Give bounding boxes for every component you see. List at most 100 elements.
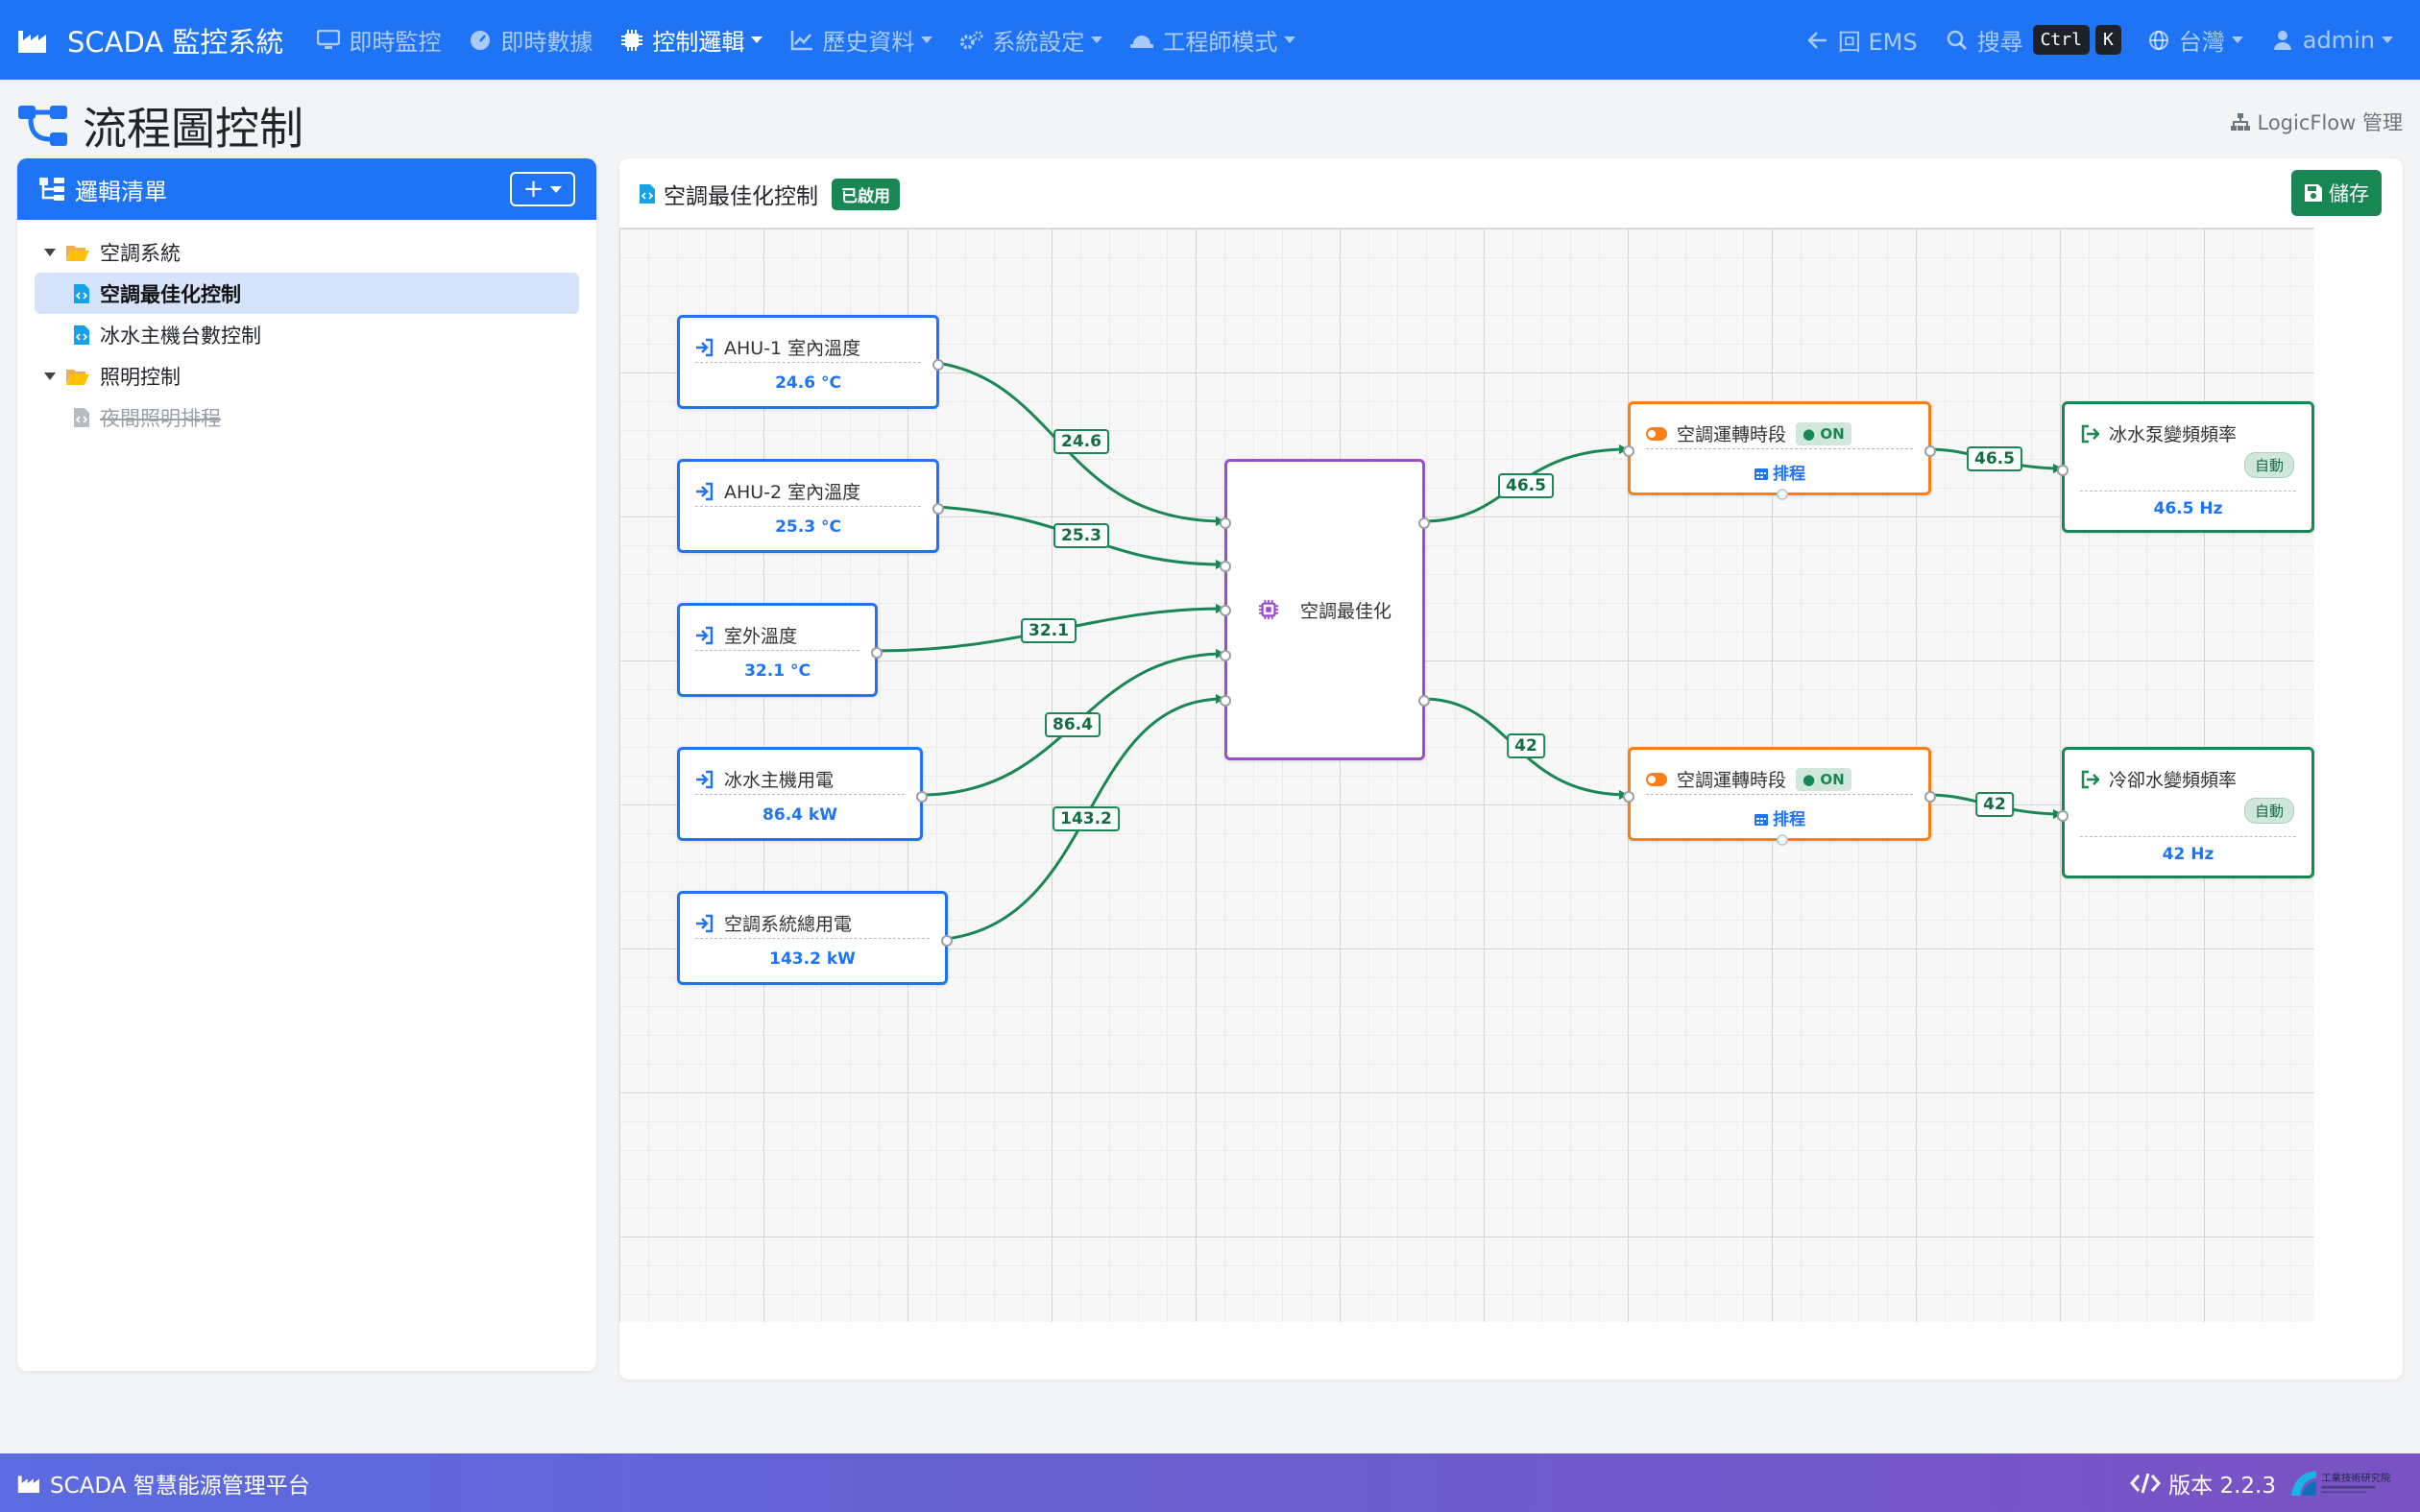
- output-port[interactable]: [1924, 445, 1936, 457]
- output-port[interactable]: [871, 647, 883, 659]
- save-label: 儲存: [2329, 182, 2369, 205]
- add-logic-button[interactable]: +: [510, 172, 575, 206]
- input-node-ahu1[interactable]: AHU-1 室內溫度 24.6 °C: [677, 315, 944, 409]
- brand-title: SCADA 監控系統: [67, 25, 284, 59]
- node-value: 32.1 °C: [744, 661, 811, 681]
- microchip-icon: [1258, 599, 1279, 620]
- sitemap-icon: [18, 106, 67, 146]
- node-value: 25.3 °C: [775, 517, 841, 537]
- sign-out-icon: [2081, 424, 2099, 443]
- nav-system-settings[interactable]: 系統設定: [959, 23, 1103, 57]
- output-node-cw-pump-freq[interactable]: 冷卻水變頻頻率 自動 42 Hz: [2057, 747, 2314, 878]
- auto-mode-badge: 自動: [2243, 452, 2294, 478]
- user-menu[interactable]: admin: [2270, 27, 2393, 54]
- language-dropdown[interactable]: 台灣: [2146, 23, 2243, 57]
- tree-item-chiller-count[interactable]: 冰水主機台數控制: [35, 314, 579, 355]
- tree-label: 空調系統: [100, 241, 181, 265]
- brand[interactable]: SCADA 監控系統: [17, 20, 283, 60]
- status-badge: 已啟用: [832, 178, 900, 210]
- output-port[interactable]: [941, 935, 953, 947]
- tree-item-night-lighting[interactable]: 夜間照明排程: [35, 396, 579, 438]
- tree-item-hvac-optimization[interactable]: 空調最佳化控制: [35, 273, 579, 314]
- search-button[interactable]: 搜尋: [1945, 23, 2023, 57]
- tree-folder-lighting[interactable]: 照明控制: [35, 355, 579, 396]
- file-code-icon: [74, 407, 89, 427]
- bottom-port[interactable]: [1777, 834, 1788, 846]
- nav-realtime-monitor[interactable]: 即時監控: [316, 23, 441, 57]
- sign-in-icon: [696, 770, 714, 788]
- output-node-chw-pump-freq[interactable]: 冰水泵變頻頻率 自動 46.5 Hz: [2057, 401, 2314, 533]
- output-port[interactable]: [932, 503, 944, 515]
- schedule-node-1[interactable]: 空調運轉時段● ON 排程: [1623, 401, 1936, 500]
- nav-label: 工程師模式: [1162, 29, 1278, 56]
- output-port[interactable]: [932, 359, 944, 371]
- input-port[interactable]: [1623, 445, 1634, 457]
- gears-icon: [959, 28, 984, 53]
- globe-icon: [2146, 28, 2171, 53]
- bottom-port[interactable]: [1777, 489, 1788, 500]
- input-port[interactable]: [1220, 517, 1231, 529]
- arrow-left-icon: [1805, 28, 1830, 53]
- node-label: 冷卻水變頻頻率: [2109, 770, 2238, 791]
- svg-text:工業技術研究院: 工業技術研究院: [2322, 1472, 2391, 1484]
- nav-label: 歷史資料: [822, 29, 915, 56]
- folder-open-icon: [66, 245, 89, 261]
- input-node-ahu2[interactable]: AHU-2 室內溫度 25.3 °C: [677, 459, 944, 553]
- output-port[interactable]: [916, 791, 928, 803]
- hierarchy-icon: [2231, 113, 2251, 131]
- sign-in-icon: [696, 338, 714, 356]
- node-value: 46.5 Hz: [2153, 499, 2223, 518]
- tree-folder-hvac[interactable]: 空調系統: [35, 231, 579, 273]
- node-value: 143.2 kW: [769, 949, 856, 969]
- input-node-outdoor-temp[interactable]: 室外溫度 32.1 °C: [677, 603, 883, 697]
- input-port[interactable]: [2057, 810, 2069, 822]
- input-port[interactable]: [1220, 650, 1231, 661]
- flow-title: 空調最佳化控制: [664, 184, 818, 209]
- nav-history[interactable]: 歷史資料: [789, 23, 933, 57]
- input-port[interactable]: [1220, 605, 1231, 616]
- footer: SCADA 智慧能源管理平台 版本 2.2.3 工業技術研究院: [0, 1453, 2420, 1512]
- factory-icon: [17, 1475, 39, 1493]
- nav-realtime-data[interactable]: 即時數據: [468, 23, 593, 57]
- top-navbar: SCADA 監控系統 即時監控 即時數據 控制邏輯 歷史資料 系統設定 工程師模…: [0, 0, 2420, 80]
- back-to-ems-link[interactable]: 回 EMS: [1805, 23, 1918, 57]
- toggle-on-icon: [1646, 426, 1667, 441]
- chevron-down-icon: [2382, 36, 2393, 43]
- itri-logo: 工業技術研究院: [2289, 1466, 2403, 1500]
- node-sub-label: 排程: [1773, 810, 1805, 829]
- tree-label: 空調最佳化控制: [100, 282, 241, 306]
- chevron-down-icon: [550, 185, 563, 193]
- nav-control-logic[interactable]: 控制邏輯: [619, 23, 763, 57]
- output-port[interactable]: [1418, 695, 1430, 707]
- save-button[interactable]: 儲存: [2291, 170, 2382, 216]
- schedule-node-2[interactable]: 空調運轉時段● ON 排程: [1623, 747, 1936, 846]
- logic-node-hvac-optimization[interactable]: 空調最佳化: [1220, 459, 1430, 760]
- logicflow-manage-link[interactable]: LogicFlow 管理: [2230, 108, 2403, 136]
- nav-label: 系統設定: [992, 29, 1085, 56]
- nav-engineer-mode[interactable]: 工程師模式: [1129, 23, 1296, 57]
- edge-label: 46.5: [1498, 473, 1554, 498]
- chevron-down-icon: [751, 36, 763, 43]
- flow-canvas[interactable]: 24.6 25.3 32.1 86.4 143.2 46.5 42 46.5 4…: [619, 228, 2314, 1322]
- edge-label: 143.2: [1053, 806, 1120, 831]
- logic-list-panel: 邏輯清單 + 空調系統 空調最佳化控制 冰水主機台數控制 照明控制 夜間照明排程: [17, 158, 596, 1371]
- edge-label: 46.5: [1967, 446, 2022, 471]
- input-node-hvac-total-power[interactable]: 空調系統總用電 143.2 kW: [677, 891, 953, 985]
- user-label: admin: [2302, 26, 2375, 54]
- chart-line-icon: [789, 28, 814, 53]
- input-port[interactable]: [1220, 695, 1231, 707]
- file-code-icon: [74, 324, 89, 345]
- input-port[interactable]: [1220, 561, 1231, 572]
- input-node-chiller-power[interactable]: 冰水主機用電 86.4 kW: [677, 747, 928, 841]
- list-tree-icon: [39, 178, 64, 201]
- plus-icon: +: [522, 175, 544, 204]
- output-port[interactable]: [1924, 791, 1936, 803]
- gauge-icon: [468, 28, 493, 53]
- microchip-icon: [619, 28, 644, 53]
- input-port[interactable]: [2057, 465, 2069, 476]
- chevron-down-icon: [1091, 36, 1103, 43]
- auto-mode-badge: 自動: [2243, 798, 2294, 824]
- input-port[interactable]: [1623, 791, 1634, 803]
- user-icon: [2270, 28, 2295, 53]
- output-port[interactable]: [1418, 517, 1430, 529]
